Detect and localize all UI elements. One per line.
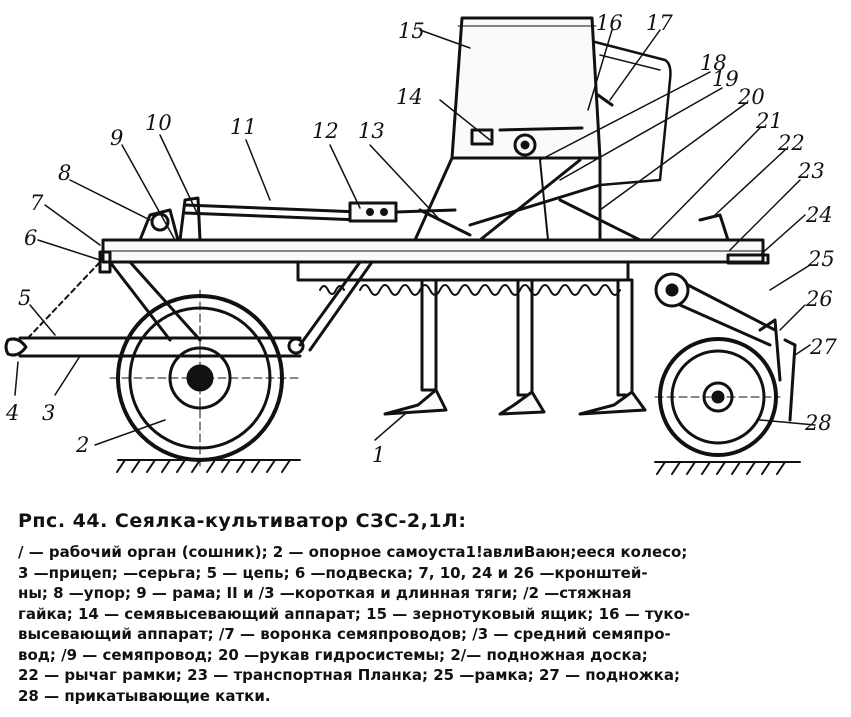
label-3: 3: [42, 401, 55, 425]
label-11: 11: [230, 115, 257, 139]
caption-line: вод; /9 — семяпровод; 20 —рукав гидросис…: [18, 645, 648, 664]
caption-legend: / — рабочий орган (сошник); 2 — опорное …: [18, 542, 844, 706]
label-4: 4: [5, 401, 19, 425]
label-15: 15: [398, 19, 425, 43]
caption-line: 3 —прицеп; —серьга; 5 — цепь; 6 —подвеск…: [18, 563, 648, 582]
caption-line: 22 — рычаг рамки; 23 — транспортная План…: [18, 666, 680, 684]
label-28: 28: [804, 411, 832, 435]
springs: [319, 284, 621, 296]
ground-hatching: [116, 459, 801, 475]
hitch-drawbar: [4, 260, 374, 358]
label-27: 27: [809, 335, 837, 359]
label-9: 9: [110, 126, 123, 150]
label-7: 7: [30, 191, 44, 215]
label-19: 19: [712, 67, 739, 91]
label-24: 24: [805, 203, 833, 227]
label-13: 13: [358, 119, 385, 143]
label-1: 1: [372, 443, 385, 467]
label-23: 23: [797, 159, 825, 183]
caption-line: / — рабочий орган (сошник); 2 — опорное …: [18, 543, 688, 561]
main-frame: [101, 238, 765, 282]
label-6: 6: [24, 226, 37, 250]
chain: [27, 261, 101, 339]
seed-fertilizer-hopper: [450, 16, 672, 187]
label-8: 8: [58, 161, 71, 185]
tie-rods: [183, 201, 472, 237]
label-2: 2: [75, 433, 89, 457]
label-5: 5: [18, 286, 31, 310]
caption-line: высевающий аппарат; /7 — воронка семяпро…: [18, 625, 671, 643]
caption-line: ны; 8 —упор; 9 — рама; II и /3 —короткая…: [18, 584, 632, 602]
leader-lines: [14, 29, 816, 446]
press-roller: [654, 337, 781, 457]
figure-caption: Рпс. 44. Сеялка-культиватор СЗС-2,1Л: / …: [18, 510, 844, 706]
label-12: 12: [312, 119, 339, 143]
label-16: 16: [596, 11, 623, 35]
caption-line: гайка; 14 — семявысевающий аппарат; 15 —…: [18, 604, 691, 623]
hopper-supports: [413, 156, 642, 242]
seeder-cultivator-drawing: 1 2 3 4 5 6 7 8 9 10 11 12 13 14 15 16 1…: [4, 11, 837, 475]
label-17: 17: [646, 11, 673, 35]
rear-assembly: [654, 213, 797, 422]
label-25: 25: [807, 247, 835, 271]
caption-line: 28 — прикатывающие катки.: [18, 686, 271, 705]
caption-title: Рпс. 44. Сеялка-культиватор СЗС-2,1Л:: [18, 510, 467, 532]
label-14: 14: [396, 85, 423, 109]
label-21: 21: [755, 109, 783, 133]
label-18: 18: [700, 51, 727, 75]
support-wheel: [109, 289, 301, 471]
label-20: 20: [737, 85, 765, 109]
label-10: 10: [145, 111, 172, 135]
label-26: 26: [805, 287, 833, 311]
label-22: 22: [777, 131, 805, 155]
working-tines: [383, 278, 647, 416]
